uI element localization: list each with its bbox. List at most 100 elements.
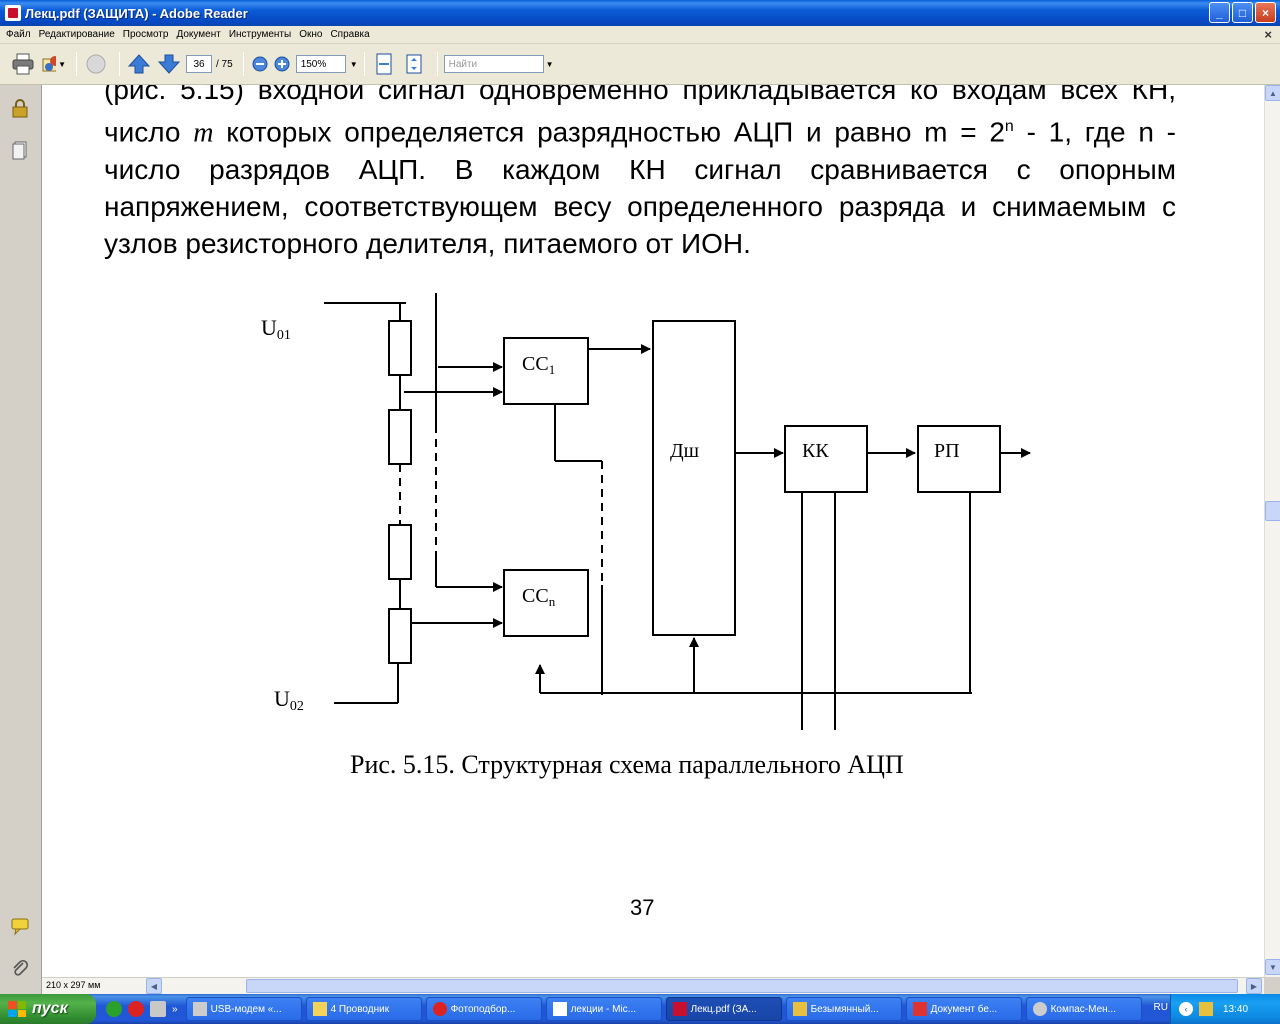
scroll-thumb[interactable] bbox=[1265, 501, 1280, 521]
text-line: число m которых определяется разрядность… bbox=[104, 108, 1176, 151]
email-icon bbox=[42, 56, 57, 72]
security-button[interactable] bbox=[9, 97, 31, 119]
label-u02: U02 bbox=[274, 686, 304, 714]
email-button[interactable]: ▼ bbox=[40, 51, 66, 77]
quick-launch: » bbox=[106, 1001, 178, 1017]
start-button[interactable]: пуск bbox=[0, 994, 96, 1024]
menu-view[interactable]: Просмотр bbox=[122, 29, 169, 40]
print-button[interactable] bbox=[10, 51, 36, 77]
toolbar: ▼ 36 / 75 150% ▼ Найти ▼ bbox=[0, 44, 1280, 85]
search-input[interactable]: Найти bbox=[443, 55, 544, 73]
horizontal-scrollbar[interactable]: 210 x 297 мм ◀ ▶ bbox=[42, 977, 1264, 994]
comments-button[interactable] bbox=[9, 915, 31, 937]
text-line: число разрядов АЦП. В каждом КН сигнал с… bbox=[104, 154, 1176, 186]
task-label: Компас-Мен... bbox=[1050, 1003, 1116, 1015]
adobe-reader-icon bbox=[5, 5, 21, 21]
toolbar-separator bbox=[119, 52, 120, 76]
resistor bbox=[388, 409, 412, 465]
page-number-input[interactable]: 36 bbox=[186, 55, 212, 73]
windows-logo-icon bbox=[8, 1001, 26, 1017]
document-paragraph: (рис. 5.15) входной сигнал одновременно … bbox=[104, 85, 1176, 262]
word-icon bbox=[552, 1002, 567, 1016]
window-title: Лекц.pdf (ЗАЩИТА) - Adobe Reader bbox=[25, 5, 248, 21]
minimize-button[interactable]: _ bbox=[1209, 2, 1230, 23]
pages-button[interactable] bbox=[9, 139, 31, 161]
cc1-block bbox=[503, 337, 589, 405]
rp-block bbox=[917, 425, 1001, 493]
taskbar-item-reader[interactable]: Лекц.pdf (ЗА... bbox=[665, 997, 782, 1021]
start-label: пуск bbox=[32, 1000, 68, 1017]
scroll-right-button[interactable]: ▶ bbox=[1246, 978, 1262, 994]
hand-tool-button[interactable] bbox=[83, 51, 109, 77]
figure-caption: Рис. 5.15. Структурная схема параллельно… bbox=[350, 750, 904, 779]
chevron-down-icon[interactable]: ▼ bbox=[349, 59, 358, 69]
taskbar-item-usb-modem[interactable]: USB-модем «... bbox=[185, 997, 302, 1021]
zoom-out-button[interactable] bbox=[250, 51, 270, 77]
chevron-right-icon[interactable]: » bbox=[172, 1003, 178, 1015]
kk-block bbox=[784, 425, 868, 493]
taskbar-item-photo[interactable]: Фотоподбор... bbox=[425, 997, 542, 1021]
chevron-down-icon: ▼ bbox=[58, 59, 66, 69]
menu-document[interactable]: Документ bbox=[176, 29, 221, 40]
window-controls: _ □ × bbox=[1209, 2, 1276, 23]
chevron-left-icon[interactable]: ‹ bbox=[1179, 1002, 1193, 1016]
menu-edit[interactable]: Редактирование bbox=[38, 29, 115, 40]
menu-file[interactable]: Файл bbox=[6, 29, 31, 40]
vertical-scrollbar[interactable]: ▲ ▼ bbox=[1264, 85, 1280, 977]
next-page-button[interactable] bbox=[156, 51, 182, 77]
label-kk: КК bbox=[802, 440, 829, 462]
fit-width-button[interactable] bbox=[371, 51, 397, 77]
resistor bbox=[388, 608, 412, 664]
scroll-up-button[interactable]: ▲ bbox=[1265, 85, 1280, 101]
folder-icon bbox=[312, 1002, 327, 1016]
pages-icon bbox=[12, 141, 27, 160]
zoom-select[interactable]: 150% bbox=[295, 55, 346, 73]
taskbar-item-word[interactable]: лекции - Mic... bbox=[545, 997, 662, 1021]
toolbar-separator bbox=[76, 52, 77, 76]
menu-tools[interactable]: Инструменты bbox=[228, 29, 292, 40]
modem-icon bbox=[192, 1002, 207, 1016]
page-size-label: 210 x 297 мм bbox=[46, 980, 101, 990]
close-button[interactable]: × bbox=[1255, 2, 1276, 23]
label-decoder: Дш bbox=[670, 440, 700, 462]
label-u01: U01 bbox=[261, 315, 291, 343]
kompas-icon bbox=[912, 1002, 927, 1016]
document-close-button[interactable]: × bbox=[1264, 27, 1272, 42]
scroll-left-button[interactable]: ◀ bbox=[146, 978, 162, 994]
menu-help[interactable]: Справка bbox=[330, 29, 370, 40]
zoom-in-icon bbox=[274, 56, 290, 72]
zoom-in-button[interactable] bbox=[272, 51, 292, 77]
task-label: 4 Проводник bbox=[330, 1003, 390, 1015]
diagram-labels: U01 U02 CC1 CCn Дш КК РП bbox=[261, 315, 960, 714]
language-indicator[interactable]: RU bbox=[1153, 1002, 1168, 1013]
task-label: лекции - Mic... bbox=[570, 1003, 637, 1015]
title-bar: Лекц.pdf (ЗАЩИТА) - Adobe Reader _ □ × bbox=[0, 0, 1280, 26]
toolbar-separator bbox=[436, 52, 438, 76]
app-icon[interactable] bbox=[150, 1001, 166, 1017]
fullscreen-icon bbox=[406, 54, 422, 74]
opera-icon[interactable] bbox=[128, 1001, 144, 1017]
maximize-button[interactable]: □ bbox=[1232, 2, 1253, 23]
document-view[interactable]: (рис. 5.15) входной сигнал одновременно … bbox=[42, 85, 1264, 977]
hand-icon bbox=[86, 54, 106, 74]
ccn-block bbox=[503, 569, 589, 637]
hscroll-thumb[interactable] bbox=[246, 979, 1238, 993]
browser-icon[interactable] bbox=[106, 1001, 122, 1017]
chevron-down-icon[interactable]: ▼ bbox=[545, 59, 554, 69]
tray-app-icon[interactable] bbox=[1199, 1002, 1213, 1016]
taskbar-item-document[interactable]: Документ бе... bbox=[905, 997, 1022, 1021]
page-total: / 75 bbox=[216, 58, 233, 70]
clock[interactable]: 13:40 bbox=[1223, 1003, 1249, 1015]
attachments-button[interactable] bbox=[9, 957, 31, 979]
fit-window-button[interactable] bbox=[401, 51, 427, 77]
scroll-down-button[interactable]: ▼ bbox=[1265, 959, 1280, 975]
taskbar-item-explorer[interactable]: 4 Проводник bbox=[305, 997, 422, 1021]
menu-window[interactable]: Окно bbox=[299, 29, 323, 40]
taskbar-item-paint[interactable]: Безымянный... bbox=[785, 997, 902, 1021]
diagram-lines bbox=[324, 293, 1031, 730]
taskbar-item-kompas[interactable]: Компас-Мен... bbox=[1025, 997, 1142, 1021]
opera-icon bbox=[432, 1002, 447, 1016]
toolbar-separator bbox=[242, 52, 244, 76]
text-run: - 1, где n - bbox=[1013, 116, 1177, 148]
previous-page-button[interactable] bbox=[126, 51, 152, 77]
